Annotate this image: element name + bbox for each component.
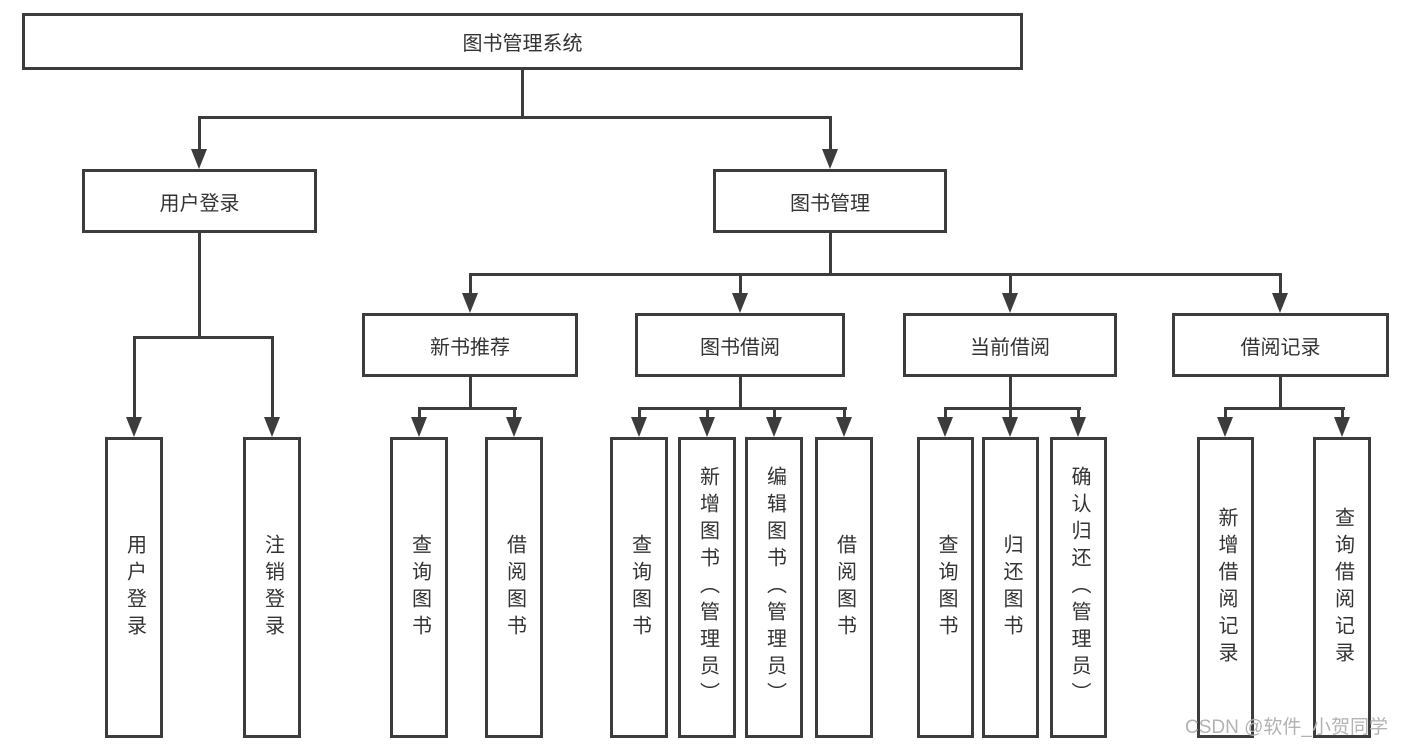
connector-nbr-trunk <box>469 376 472 409</box>
connector-drop-borrow-records <box>1279 273 1282 295</box>
node-root: 图书管理系统 <box>22 13 1023 70</box>
connector-drop-cb-return <box>1009 407 1012 419</box>
connector-bb-bar <box>638 407 847 410</box>
connector-user-login-bar <box>133 336 274 339</box>
leaf-logout: 注销登录 <box>243 437 301 738</box>
connector-drop-nbr-borrow <box>513 407 516 419</box>
arrowhead-cb-query <box>937 417 953 437</box>
leaf-bb-borrow-books: 借阅图书 <box>815 437 873 738</box>
connector-drop-book-borrow <box>739 273 742 295</box>
connector-root-trunk <box>521 69 524 117</box>
leaf-bb-borrow-books-label: 借阅图书 <box>833 533 856 642</box>
node-borrow-records-label: 借阅记录 <box>1240 336 1321 359</box>
node-user-login-label: 用户登录 <box>159 192 240 215</box>
watermark: CSDN @软件_小贺同学 <box>1185 717 1388 738</box>
connector-drop-bb-borrow <box>843 407 846 419</box>
connector-br-bar <box>1224 407 1345 410</box>
node-current-borrow: 当前借阅 <box>903 313 1117 377</box>
connector-drop-user-login <box>198 116 201 151</box>
leaf-br-add-record: 新增借阅记录 <box>1197 437 1254 738</box>
connector-nbr-bar <box>418 407 517 410</box>
leaf-cb-confirm-return-admin: 确认归还（管理员） <box>1050 437 1107 738</box>
connector-user-login-trunk <box>198 232 201 338</box>
arrowhead-cb-return <box>1002 417 1018 437</box>
connector-drop-bb-edit <box>773 407 776 419</box>
leaf-bb-query-books: 查询图书 <box>610 437 668 738</box>
connector-drop-br-add <box>1224 407 1227 419</box>
leaf-bb-add-books-admin-label: 新增图书（管理员） <box>696 466 719 709</box>
arrowhead-cb-confirm <box>1070 417 1086 437</box>
arrowhead-current-borrow <box>1002 293 1018 313</box>
connector-drop-book-management <box>829 116 832 151</box>
leaf-bb-edit-books-admin-label: 编辑图书（管理员） <box>763 466 786 709</box>
node-user-login: 用户登录 <box>82 169 317 233</box>
leaf-cb-return-books: 归还图书 <box>982 437 1039 738</box>
leaf-br-query-record-label: 查询借阅记录 <box>1331 506 1354 669</box>
connector-cb-bar <box>944 407 1081 410</box>
leaf-br-query-record: 查询借阅记录 <box>1313 437 1371 738</box>
arrowhead-book-management <box>822 149 838 169</box>
connector-drop-br-query <box>1341 407 1344 419</box>
leaf-cb-return-books-label: 归还图书 <box>1000 533 1022 642</box>
leaf-nbr-query-books-label: 查询图书 <box>408 533 431 642</box>
leaf-bb-add-books-admin: 新增图书（管理员） <box>678 437 736 738</box>
connector-drop-leaf-logout <box>271 336 274 419</box>
arrowhead-br-query <box>1334 417 1350 437</box>
arrowhead-user-login <box>191 149 207 169</box>
connector-book-management-bar <box>469 273 1282 276</box>
arrowhead-nbr-query <box>411 417 427 437</box>
arrowhead-leaf-user-login <box>126 417 142 437</box>
node-root-label: 图书管理系统 <box>462 33 583 55</box>
arrowhead-bb-query <box>631 417 647 437</box>
connector-cb-trunk <box>1009 376 1012 409</box>
node-current-borrow-label: 当前借阅 <box>970 336 1050 359</box>
connector-drop-cb-query <box>944 407 947 419</box>
arrowhead-bb-borrow <box>836 417 852 437</box>
leaf-nbr-query-books: 查询图书 <box>390 437 448 738</box>
leaf-logout-label: 注销登录 <box>261 533 284 642</box>
connector-br-trunk <box>1279 376 1282 409</box>
connector-bb-trunk <box>739 376 742 409</box>
arrowhead-bb-edit <box>766 417 782 437</box>
node-book-borrow: 图书借阅 <box>635 313 845 377</box>
node-new-book-recommend-label: 新书推荐 <box>430 336 510 359</box>
arrowhead-borrow-records <box>1272 293 1288 313</box>
leaf-cb-confirm-return-admin-label: 确认归还（管理员） <box>1068 466 1090 709</box>
arrowhead-book-borrow <box>732 293 748 313</box>
connector-drop-bb-add <box>706 407 709 419</box>
arrowhead-leaf-logout <box>264 417 280 437</box>
arrowhead-nbr-borrow <box>506 417 522 437</box>
connector-book-management-trunk <box>829 232 832 275</box>
node-new-book-recommend: 新书推荐 <box>362 313 578 377</box>
leaf-cb-query-books: 查询图书 <box>917 437 974 738</box>
arrowhead-bb-add <box>699 417 715 437</box>
leaf-nbr-borrow-books-label: 借阅图书 <box>503 533 526 642</box>
node-book-management-label: 图书管理 <box>790 192 870 215</box>
leaf-user-login: 用户登录 <box>105 437 163 738</box>
connector-drop-new-book-recommend <box>469 273 472 295</box>
connector-root-bar <box>198 116 832 119</box>
leaf-cb-query-books-label: 查询图书 <box>935 533 957 642</box>
connector-drop-nbr-query <box>418 407 421 419</box>
leaf-user-login-label: 用户登录 <box>123 533 146 642</box>
leaf-bb-query-books-label: 查询图书 <box>628 533 651 642</box>
leaf-bb-edit-books-admin: 编辑图书（管理员） <box>745 437 803 738</box>
connector-drop-bb-query <box>638 407 641 419</box>
arrowhead-br-add <box>1217 417 1233 437</box>
connector-drop-current-borrow <box>1009 273 1012 295</box>
leaf-nbr-borrow-books: 借阅图书 <box>485 437 543 738</box>
leaf-br-add-record-label: 新增借阅记录 <box>1215 506 1237 669</box>
connector-drop-leaf-user-login <box>133 336 136 419</box>
node-book-borrow-label: 图书借阅 <box>700 336 780 359</box>
node-book-management: 图书管理 <box>713 169 947 233</box>
connector-drop-cb-confirm <box>1077 407 1080 419</box>
arrowhead-new-book-recommend <box>462 293 478 313</box>
node-borrow-records: 借阅记录 <box>1172 313 1389 377</box>
